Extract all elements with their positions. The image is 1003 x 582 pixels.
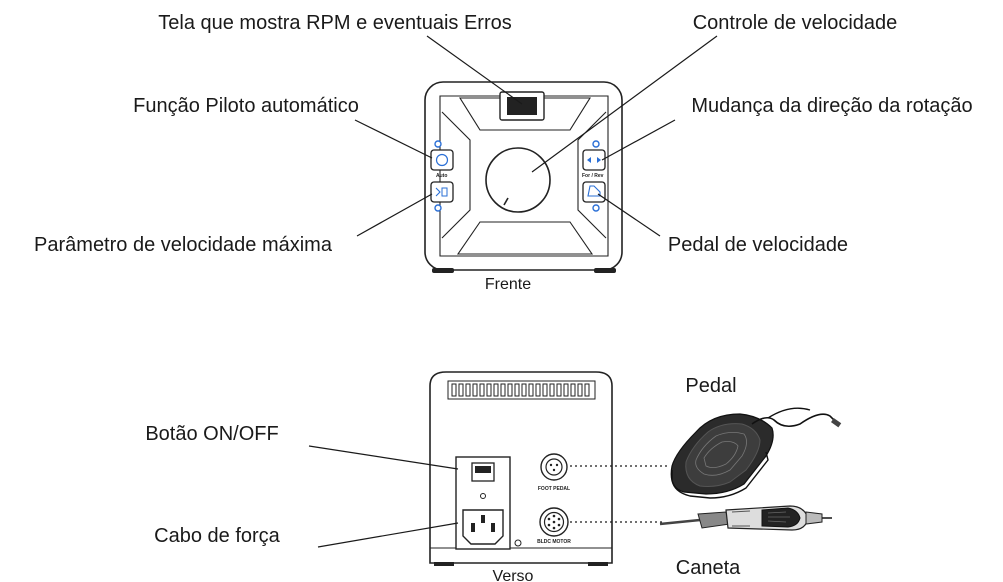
pedal-speed-button[interactable] — [582, 181, 606, 203]
front-left-bezel — [441, 111, 471, 239]
power-pin-ground — [481, 515, 485, 523]
max-speed-led — [434, 204, 442, 212]
speed-control-label: Controle de velocidade — [693, 12, 898, 34]
rotation-led — [592, 140, 600, 148]
power-switch-callout-line — [308, 445, 459, 470]
power-inlet[interactable] — [462, 509, 504, 545]
back-caption: Verso — [493, 568, 534, 582]
pedal-icon — [587, 185, 601, 197]
pedal-label: Pedal — [685, 375, 736, 397]
handpiece-label: Caneta — [676, 557, 741, 579]
rotation-icon — [587, 157, 601, 163]
power-switch-label: Botão ON/OFF — [145, 423, 278, 445]
autopilot-label: Função Piloto automático — [133, 95, 359, 117]
autopilot-callout-line — [354, 119, 433, 159]
max-speed-label: Parâmetro de velocidade máxima — [34, 234, 333, 256]
power-cable-callout-line — [317, 522, 459, 548]
auto-button-text: Auto — [436, 173, 447, 179]
pedal-speed-label: Pedal de velocidade — [668, 234, 848, 256]
max-speed-icon — [435, 187, 441, 197]
foot-pedal-port-text: FOOT PEDAL — [538, 486, 570, 492]
max-speed-icon-box — [441, 187, 448, 197]
back-unit: FOOT PEDAL BLDC MOTOR Verso — [429, 371, 613, 582]
front-unit: Auto For / Rev Frente — [424, 81, 623, 293]
back-foot-right — [588, 562, 608, 566]
power-cable-label: Cabo de força — [154, 525, 281, 547]
front-caption: Frente — [485, 276, 531, 293]
rotation-callout-line — [601, 119, 676, 161]
pedal-led — [592, 204, 600, 212]
max-speed-callout-line — [356, 193, 433, 237]
front-foot-left — [432, 268, 454, 273]
power-pin-left — [471, 523, 475, 532]
speed-control-callout-line — [531, 35, 718, 173]
motor-port-pins — [547, 514, 561, 530]
rotation-label: Mudança da direção da rotação — [691, 95, 972, 117]
display-callout-line — [426, 35, 523, 105]
vent-grille — [447, 380, 596, 400]
handpiece-illustration — [659, 505, 832, 531]
auto-icon — [435, 153, 449, 167]
auto-led — [434, 140, 442, 148]
speed-control-knob[interactable] — [485, 147, 551, 213]
front-bottom-bezel — [456, 221, 594, 255]
front-top-bezel — [459, 97, 591, 131]
back-foot-left — [434, 562, 454, 566]
fuse-holder — [480, 493, 486, 499]
motor-port-text: BLDC MOTOR — [537, 539, 571, 545]
rotation-button-text: For / Rev — [582, 173, 604, 179]
front-inner-frame — [439, 95, 609, 257]
rpm-display-screen — [507, 97, 537, 115]
front-foot-right — [594, 268, 616, 273]
rotation-button[interactable] — [582, 149, 606, 171]
foot-pedal-port-inner — [545, 458, 563, 476]
auto-button[interactable] — [430, 149, 454, 171]
ground-screw — [514, 539, 522, 547]
display-label: Tela que mostra RPM e eventuais Erros — [158, 12, 512, 34]
knob-indicator — [503, 197, 509, 206]
foot-pedal-illustration — [670, 407, 842, 499]
power-switch-rocker — [475, 466, 491, 473]
pedal-speed-callout-line — [597, 193, 661, 237]
front-right-bezel — [577, 111, 607, 239]
power-pin-right — [491, 523, 495, 532]
